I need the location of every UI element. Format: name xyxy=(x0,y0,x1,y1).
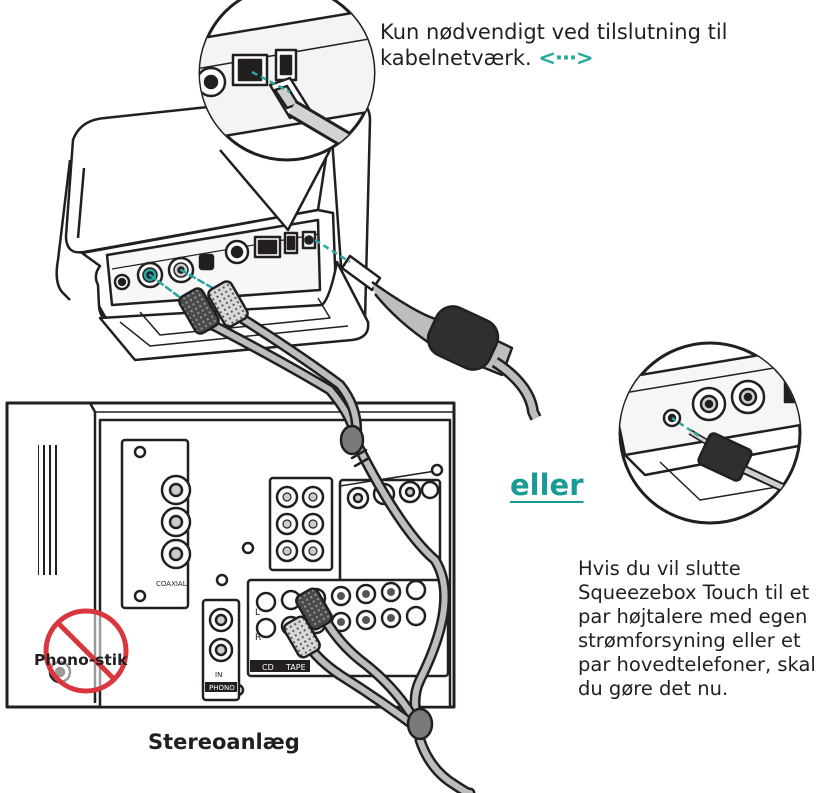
power-adapter-cable xyxy=(314,238,542,421)
headphone-port-zoom xyxy=(618,341,802,525)
ethernet-icon: <···> xyxy=(538,46,593,70)
speaker-note: Hvis du vil slutte Squeezebox Touch til … xyxy=(578,557,816,700)
rca-plugs-top xyxy=(178,280,249,335)
channel-left-label: L xyxy=(255,608,260,618)
cable-splitter-upper xyxy=(339,424,365,456)
rca-plugs-bottom xyxy=(283,587,333,659)
rca-audio-cable xyxy=(148,268,476,793)
coaxial-jacks xyxy=(160,474,192,570)
tape-label: TAPE xyxy=(285,663,306,672)
alternative-label: eller xyxy=(510,468,584,502)
phono-in-label: IN xyxy=(215,671,222,679)
phono-warning-label: Phono-stik xyxy=(34,651,128,669)
coaxial-label: COAXIAL xyxy=(156,580,187,588)
cd-label: CD xyxy=(262,663,274,672)
ethernet-port-zoom xyxy=(198,0,376,232)
ethernet-note-text: Kun nødvendigt ved tilslutning til kabel… xyxy=(380,20,728,70)
phono-panel-label: PHONO xyxy=(209,684,235,692)
cable-splitter-lower xyxy=(406,707,434,741)
channel-right-label: R xyxy=(255,633,261,643)
stereo-label: Stereoanlæg xyxy=(148,730,300,754)
ethernet-note: Kun nødvendigt ved tilslutning til kabel… xyxy=(380,19,800,71)
prohibited-icon xyxy=(43,608,129,694)
